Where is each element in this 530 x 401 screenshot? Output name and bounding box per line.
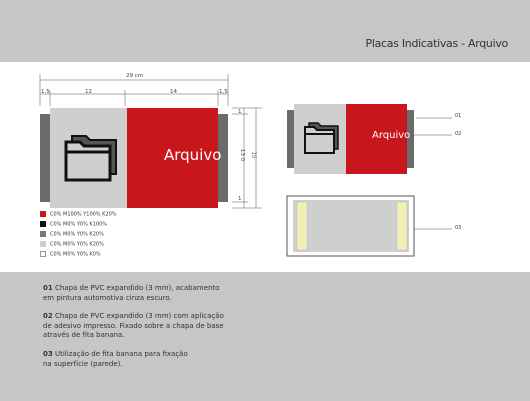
dim-total-width: 29 cm bbox=[126, 73, 144, 79]
note-number: 02 bbox=[43, 312, 53, 320]
legend-text: C0% M0% Y0% K20% bbox=[50, 231, 104, 238]
legend-item: C0% M0% Y0% K100% bbox=[40, 221, 107, 228]
legend-text: C0% M100% Y100% K20% bbox=[50, 211, 117, 218]
note-line: de adesivo impresso. Fixado sobre a chap… bbox=[43, 321, 224, 330]
swatch-light-gray bbox=[40, 241, 46, 247]
swatch-black bbox=[40, 221, 46, 227]
legend-text: C0% M0% Y0% K0% bbox=[50, 251, 101, 258]
legend-text: C0% M0% Y0% K20% bbox=[50, 241, 104, 248]
plaque-label: Arquivo bbox=[164, 146, 222, 164]
callout-03: 03 bbox=[455, 225, 462, 231]
legend-text: C0% M0% Y0% K100% bbox=[50, 221, 107, 228]
swatch-white bbox=[40, 251, 46, 257]
dim-height-small-top: 1 bbox=[238, 109, 242, 115]
notes-band: 01 Chapa de PVC expandido (3 mm), acabam… bbox=[0, 272, 530, 401]
note-03: 03 Utilização de fita banana para fixaçã… bbox=[43, 350, 188, 369]
note-number: 03 bbox=[43, 350, 53, 358]
note-line: em pintura automotiva cinza escuro. bbox=[43, 293, 172, 302]
folder-stack-icon-small bbox=[304, 122, 339, 154]
dim-height-outer: 15 bbox=[250, 151, 257, 159]
note-line: através de fita banana. bbox=[43, 331, 125, 339]
note-line: Utilização de fita banana para fixação bbox=[54, 350, 188, 358]
legend-item: C0% M0% Y0% K20% bbox=[40, 241, 104, 248]
note-line: Chapa de PVC expandido (3 mm), acabament… bbox=[54, 284, 220, 292]
folder-stack-icon bbox=[64, 135, 117, 182]
dim-height-inner: 13 0 bbox=[239, 148, 246, 162]
legend-item: C0% M0% Y0% K0% bbox=[40, 251, 101, 258]
note-02: 02 Chapa de PVC expandido (3 mm) com apl… bbox=[43, 312, 224, 341]
note-line: na superfície (parede). bbox=[43, 359, 123, 368]
swatch-red bbox=[40, 211, 46, 217]
dim-seg-1: 1,5 bbox=[41, 89, 50, 95]
callout-02: 02 bbox=[455, 131, 462, 137]
callout-01: 01 bbox=[455, 113, 462, 119]
legend-item: C0% M100% Y100% K20% bbox=[40, 211, 117, 218]
note-01: 01 Chapa de PVC expandido (3 mm), acabam… bbox=[43, 284, 219, 303]
technical-drawing bbox=[39, 74, 452, 257]
dim-height-small-bottom: 1 bbox=[238, 196, 242, 202]
dim-seg-4: 1,5 bbox=[219, 89, 228, 95]
legend-item: C0% M0% Y0% K20% bbox=[40, 231, 104, 238]
dim-seg-3: 14 bbox=[170, 89, 177, 95]
plaque-label-small: Arquivo bbox=[372, 130, 411, 141]
dim-seg-2: 12 bbox=[85, 89, 92, 95]
front-panel-red bbox=[127, 108, 218, 208]
page-title: Placas Indicativas - Arquivo bbox=[365, 37, 508, 50]
note-line: Chapa de PVC expandido (3 mm) com aplica… bbox=[54, 312, 224, 320]
drawing-area: 29 cm 1,5 12 14 1,5 13 0 15 1 1 Arquivo … bbox=[0, 62, 530, 272]
header-band: Placas Indicativas - Arquivo bbox=[0, 0, 530, 62]
swatch-dark-gray bbox=[40, 231, 46, 237]
note-number: 01 bbox=[43, 284, 53, 292]
